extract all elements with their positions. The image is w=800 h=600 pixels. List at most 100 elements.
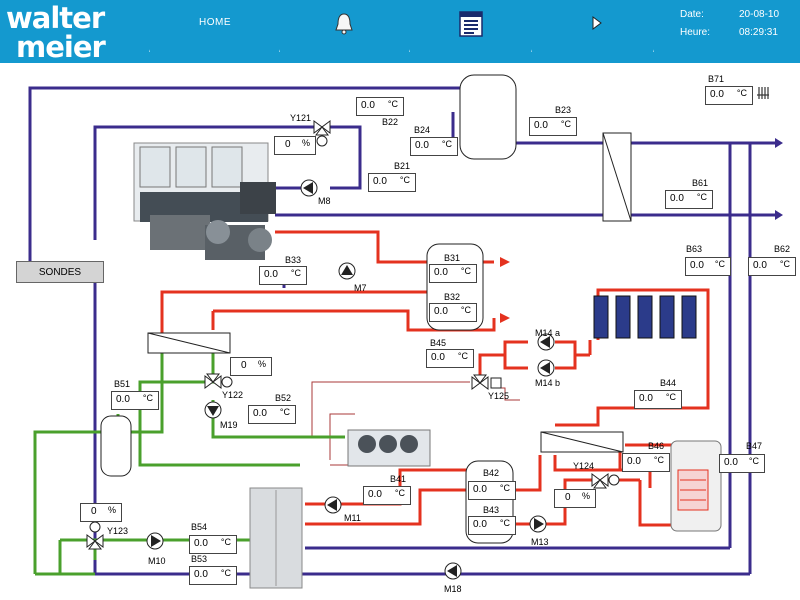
- sensor-value-b44[interactable]: 0.0°C: [634, 390, 682, 409]
- sensor-label-b21: B21: [394, 161, 411, 171]
- date-label: Date:: [680, 9, 704, 20]
- sensor-label-b46: B46: [648, 441, 665, 451]
- nav-divider: [409, 49, 410, 52]
- sensor-label-b62: B62: [774, 244, 791, 254]
- sensor-value-b23[interactable]: 0.0°C: [529, 117, 577, 136]
- valve-label-y125: Y125: [488, 391, 510, 401]
- sensor-label-b31: B31: [444, 253, 461, 263]
- logo-line-1: walter: [6, 2, 106, 35]
- valve-icon[interactable]: [204, 373, 233, 389]
- sensor-value-b31[interactable]: 0.0°C: [429, 264, 477, 283]
- sensor-label-b61: B61: [692, 178, 709, 188]
- hot-water-lines: [160, 230, 710, 527]
- sensor-value-b43[interactable]: 0.0°C: [468, 516, 516, 535]
- sensor-label-b53: B53: [191, 554, 208, 564]
- sensor-value-b22[interactable]: 0.0°C: [356, 97, 404, 116]
- pump-icon[interactable]: [324, 496, 342, 514]
- sensor-label-b33: B33: [285, 255, 302, 265]
- sensor-value-b51[interactable]: 0.0°C: [111, 391, 159, 410]
- sensor-value-b33[interactable]: 0.0°C: [259, 266, 307, 285]
- sensor-value-b46[interactable]: 0.0°C: [622, 453, 670, 472]
- sensor-value-b62[interactable]: 0.0°C: [748, 257, 796, 276]
- dry-cooler-image: [347, 429, 431, 467]
- time-label: Heure:: [680, 27, 711, 38]
- date-value: 20-08-10: [739, 9, 780, 20]
- sensor-value-b61[interactable]: 0.0°C: [665, 190, 713, 209]
- sensor-value-b52[interactable]: 0.0°C: [248, 405, 296, 424]
- sensor-label-b47: B47: [746, 441, 763, 451]
- sensor-value-b71[interactable]: 0.0°C: [705, 86, 753, 105]
- buffer-tank-cold: [459, 74, 517, 160]
- sensor-value-b53[interactable]: 0.0°C: [189, 566, 237, 585]
- sensor-value-b24[interactable]: 0.0°C: [410, 137, 458, 156]
- sensor-label-b41: B41: [390, 474, 407, 484]
- pump-label-m8: M8: [318, 196, 331, 206]
- home-nav-button[interactable]: HOME: [199, 17, 231, 28]
- outdoor-sensor-icon: [757, 87, 769, 99]
- valve-position-y121[interactable]: 0%: [274, 136, 316, 155]
- sensor-value-b47[interactable]: 0.0°C: [719, 454, 765, 473]
- valve-icon[interactable]: [471, 374, 502, 390]
- heat-pump-cabinet: [249, 487, 303, 589]
- sensor-label-b52: B52: [275, 393, 292, 403]
- pump-icon[interactable]: [204, 401, 222, 419]
- sensor-label-b32: B32: [444, 292, 461, 302]
- sensor-value-b63[interactable]: 0.0°C: [685, 257, 731, 276]
- valve-label-y123: Y123: [107, 526, 129, 536]
- valve-label-y121: Y121: [290, 113, 312, 123]
- sensor-label-b22: B22: [382, 117, 399, 127]
- sensor-label-b45: B45: [430, 338, 447, 348]
- sensor-label-b71: B71: [708, 74, 725, 84]
- pump-icon[interactable]: [537, 333, 555, 351]
- logo-line-2: meier: [16, 30, 106, 62]
- valve-icon[interactable]: [591, 473, 620, 489]
- pump-label-m13: M13: [531, 537, 549, 547]
- nav-divider: [653, 49, 654, 52]
- pump-label-m19: M19: [220, 420, 238, 430]
- sondes-button[interactable]: SONDES: [16, 261, 104, 283]
- next-arrow-icon[interactable]: [591, 16, 603, 30]
- sensor-value-b45[interactable]: 0.0°C: [426, 349, 474, 368]
- valve-label-y122: Y122: [222, 390, 244, 400]
- pump-icon[interactable]: [529, 515, 547, 533]
- pump-icon[interactable]: [444, 562, 462, 580]
- buffer-tank-ground: [100, 415, 132, 477]
- sensor-label-b63: B63: [686, 244, 703, 254]
- bell-icon[interactable]: [332, 12, 356, 36]
- sensor-label-b54: B54: [191, 522, 208, 532]
- top-bar: walter meier HOME Date: 20-08-10 Heure: …: [0, 0, 800, 63]
- valve-position-y122[interactable]: 0%: [230, 357, 272, 376]
- nav-divider: [279, 49, 280, 52]
- report-list-icon[interactable]: [457, 11, 485, 37]
- valve-position-y123[interactable]: 0%: [80, 503, 122, 522]
- hydraulic-diagram: [28, 74, 783, 589]
- sensor-value-b42[interactable]: 0.0°C: [468, 481, 516, 500]
- dhw-tank-image: [670, 440, 722, 532]
- valve-icon[interactable]: [313, 120, 331, 147]
- sensor-value-b41[interactable]: 0.0°C: [363, 486, 411, 505]
- pump-icon[interactable]: [537, 359, 555, 377]
- sensor-value-b21[interactable]: 0.0°C: [368, 173, 416, 192]
- valve-position-y124[interactable]: 0%: [554, 489, 596, 508]
- sensor-label-b23: B23: [555, 105, 572, 115]
- walter-meier-logo: walter meier: [6, 2, 107, 62]
- time-value: 08:29:31: [739, 27, 778, 38]
- valve-icon[interactable]: [86, 521, 104, 550]
- sensor-label-b44: B44: [660, 378, 677, 388]
- pump-icon[interactable]: [338, 262, 356, 280]
- pump-label-m11: M11: [344, 513, 361, 523]
- chiller-unit-image: [133, 142, 276, 260]
- sensor-label-b51: B51: [114, 379, 131, 389]
- pump-label-m7: M7: [354, 283, 367, 293]
- pump-label-m10: M10: [148, 556, 166, 566]
- pump-label-m18: M18: [444, 584, 462, 594]
- pump-icon[interactable]: [146, 532, 164, 550]
- pump-icon[interactable]: [300, 179, 318, 197]
- heat-exchangers: [147, 132, 632, 453]
- flow-arrows: [500, 138, 783, 323]
- sensor-label-b24: B24: [414, 125, 431, 135]
- sensor-value-b32[interactable]: 0.0°C: [429, 303, 477, 322]
- nav-divider: [531, 49, 532, 52]
- sensor-value-b54[interactable]: 0.0°C: [189, 535, 237, 554]
- sensor-label-b43: B43: [483, 505, 500, 515]
